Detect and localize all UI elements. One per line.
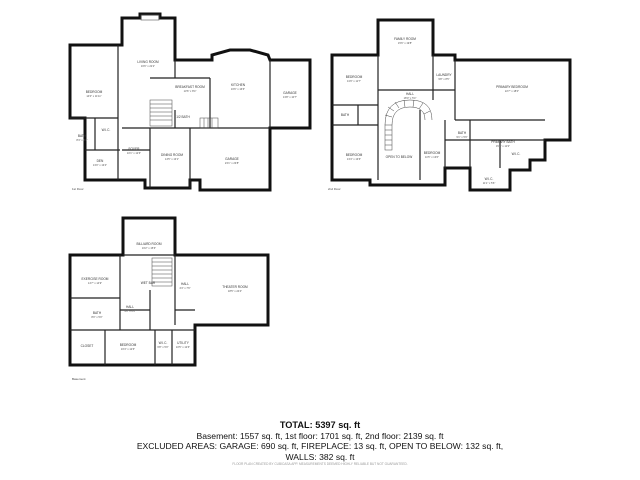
room-hall3-name: HALL <box>126 305 134 309</box>
room-theater-dim: 18'5" x 24'4" <box>228 289 242 293</box>
room-bath3-dim: 9'1" x 5'9" <box>456 135 467 139</box>
room-bedroom2-dim: 13'0" x 11'7" <box>347 79 361 83</box>
room-hall4-name: HALL <box>181 282 189 286</box>
walls-area: WALLS: 382 sq. ft <box>285 451 355 462</box>
disclaimer: FLOOR PLAN CREATED BY CUBICASA APP. MEAS… <box>232 462 408 466</box>
room-bedroom5-name: BEDROOM <box>120 343 137 347</box>
room-bedroom4-dim: 11'5" x 13'6" <box>425 155 439 159</box>
room-primary-bath-name: PRIMARY BATH <box>491 140 515 144</box>
room-theater-name: THEATER ROOM <box>222 285 248 289</box>
room-dining-name: DINING ROOM <box>161 153 183 157</box>
floor-areas: Basement: 1557 sq. ft, 1st floor: 1701 s… <box>196 430 444 441</box>
room-utility-dim: 10'5" x 12'6" <box>176 345 190 349</box>
room-wic2-dim: 11'1" x 5'6" <box>483 181 496 185</box>
basement-plan: BILLIARD ROOM 16'2" x 15'6" EXERCISE ROO… <box>68 216 270 381</box>
room-wic4-dim: 6'8" x 5'0" <box>157 345 168 349</box>
room-breakfast-name: BREAKFAST ROOM <box>175 85 205 89</box>
room-half-bath-name: 1/2 BATH <box>176 115 190 119</box>
room-breakfast-dim: 13'6" x 8'4" <box>184 89 197 93</box>
first-floor-stairs <box>149 99 219 129</box>
room-bedroom3-dim: 13'4" x 13'6" <box>347 157 361 161</box>
room-garage-name: GARAGE <box>225 157 239 161</box>
room-family-name: FAMILY ROOM <box>394 37 416 41</box>
room-bedroom5-dim: 16'4" x 12'6" <box>121 347 135 351</box>
room-wetbar-name: WET BAR <box>141 281 156 285</box>
room-foyer-dim: 10'1" x 12'6" <box>127 151 141 155</box>
room-laundry-dim: 9'8" x 8'5" <box>438 77 449 81</box>
room-bath2-name: BATH <box>341 113 350 117</box>
room-hall2-name: HALL <box>406 92 414 96</box>
room-wic4-name: W.I.C. <box>159 341 168 345</box>
room-billiard-name: BILLIARD ROOM <box>137 242 162 246</box>
room-bath1-dim: 8'4" x 5'4" <box>76 138 87 142</box>
room-wic2-name: W.I.C. <box>485 177 494 181</box>
second-floor-label: 2nd Floor <box>328 187 341 191</box>
first-floor-label: 1st Floor <box>72 187 84 191</box>
total-area: TOTAL: 5397 sq. ft <box>279 420 361 430</box>
room-hall3-dim: 9'6" x 6'4" <box>124 309 135 313</box>
room-foyer-name: FOYER <box>129 147 141 151</box>
room-closet-name: CLOSET <box>81 344 94 348</box>
room-living-dim: 16'6" x 22'2" <box>141 64 155 68</box>
room-primary-bath-dim: 15'5" x 11'3" <box>496 144 510 148</box>
room-hall2-dim: 18'0" x 5'4" <box>404 96 417 100</box>
room-hall4-dim: 4'4" x 7'6" <box>179 286 190 290</box>
room-wic3-name: W.I.C. <box>512 152 521 156</box>
room-kitchen-name: KITCHEN <box>231 83 246 87</box>
room-den-name: DEN <box>97 159 104 163</box>
room-bedroom3-name: BEDROOM <box>346 153 363 157</box>
room-bath3-name: BATH <box>458 131 467 135</box>
basement-stairs <box>151 257 173 287</box>
room-exercise-dim: 14'7" x 14'9" <box>88 281 102 285</box>
first-floor-plan: LIVING ROOM 16'6" x 22'2" BEDROOM 14'0" … <box>68 12 312 192</box>
room-bedroom2-name: BEDROOM <box>346 75 363 79</box>
area-summary: TOTAL: 5397 sq. ft Basement: 1557 sq. ft… <box>0 420 640 462</box>
room-wic1-name: W.I.C. <box>102 128 111 132</box>
room-bath4-name: BATH <box>93 311 102 315</box>
room-bedroom4-name: BEDROOM <box>424 151 441 155</box>
room-kitchen-dim: 16'6" x 16'6" <box>231 87 245 91</box>
room-den-dim: 13'0" x 13'4" <box>93 163 107 167</box>
fireplace <box>140 14 160 21</box>
room-garage-dim: 23'1" x 23'8" <box>225 161 239 165</box>
room-utility-name: UTILITY <box>177 341 190 345</box>
second-floor-plan: FAMILY ROOM 15'6" x 19'8" BEDROOM 13'0" … <box>328 18 572 192</box>
room-bedroom1-name: BEDROOM <box>86 90 103 94</box>
room-bedroom1-dim: 14'0" x 11'11" <box>86 94 101 98</box>
basement-label: Basement <box>72 377 86 381</box>
room-laundry-name: LAUNDRY <box>436 73 452 77</box>
excluded-areas: EXCLUDED AREAS: GARAGE: 690 sq. ft, FIRE… <box>136 441 504 452</box>
room-family-dim: 15'6" x 19'8" <box>398 41 412 45</box>
room-billiard-dim: 16'2" x 15'6" <box>142 246 156 250</box>
room-garage-small-dim: 13'8" x 10'7" <box>283 95 297 99</box>
room-primary-bed-dim: 22'7" x 18'0" <box>505 89 519 93</box>
room-dining-dim: 14'5" x 13'1" <box>165 157 179 161</box>
room-open-name: OPEN TO BELOW <box>386 155 413 159</box>
floor-plan-drawing: LIVING ROOM 16'6" x 22'2" BEDROOM 14'0" … <box>68 12 572 381</box>
room-bath4-dim: 8'0" x 5'0" <box>91 315 102 319</box>
room-garage-small-name: GARAGE <box>283 91 297 95</box>
room-exercise-name: EXERCISE ROOM <box>82 277 109 281</box>
room-living-name: LIVING ROOM <box>137 60 159 64</box>
second-floor-stairs <box>384 99 433 151</box>
room-primary-bed-name: PRIMARY BEDROOM <box>496 85 528 89</box>
room-bath1-name: BATH <box>78 134 87 138</box>
